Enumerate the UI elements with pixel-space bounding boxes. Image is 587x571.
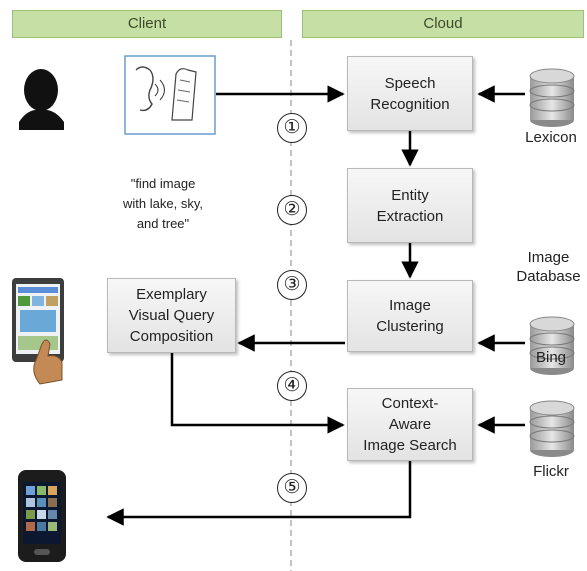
step-1-marker: ① <box>277 113 307 143</box>
step-2-marker: ② <box>277 195 307 225</box>
database-icon <box>529 316 575 375</box>
image-clustering-box: Image Clustering <box>347 280 473 352</box>
cloud-header: Cloud <box>302 10 584 38</box>
flickr-label: Flickr <box>533 463 569 480</box>
step-5-marker: ⑤ <box>277 473 307 503</box>
user-silhouette-icon <box>19 69 64 130</box>
speech-hand-sketch-icon <box>124 55 216 135</box>
visual-query-box: Exemplary Visual Query Composition <box>107 278 236 353</box>
speech-recognition-box: Speech Recognition <box>347 56 473 131</box>
smartphone-icon <box>18 470 66 562</box>
context-aware-search-box: Context- Aware Image Search <box>347 388 473 461</box>
tablet-touch-icon <box>12 278 64 385</box>
step-3-marker: ③ <box>277 270 307 300</box>
client-header: Client <box>12 10 282 38</box>
arrow-query-to-search <box>170 353 345 434</box>
step-4-marker: ④ <box>277 371 307 401</box>
bing-label: Bing <box>535 349 567 366</box>
entity-extraction-box: Entity Extraction <box>347 168 473 243</box>
database-icon <box>529 68 575 127</box>
query-text: "find image with lake, sky, and tree" <box>123 176 203 231</box>
lexicon-label: Lexicon <box>525 129 577 146</box>
arrow-search-to-phone <box>106 461 412 526</box>
database-icon <box>529 400 575 457</box>
image-database-label: Image Database <box>516 249 581 285</box>
